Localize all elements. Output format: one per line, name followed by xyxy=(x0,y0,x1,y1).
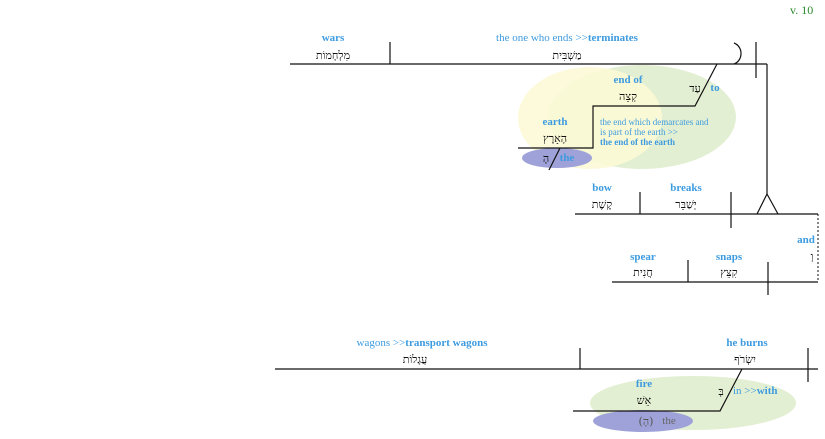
gloss-spear: spear xyxy=(630,251,656,263)
note-line-1: the end which demarcates and xyxy=(600,117,709,127)
gloss-with: in >>with xyxy=(733,385,778,397)
gloss-breaks: breaks xyxy=(670,182,702,194)
hebrew-snaps: קִצֵּץ xyxy=(720,266,737,279)
clause4-lines xyxy=(275,348,818,412)
gloss-terminates: the one who ends >>terminates xyxy=(496,32,639,44)
gloss-transport-wagons: wagons >>transport wagons xyxy=(357,337,489,349)
hebrew-to: עַד xyxy=(689,82,701,95)
hebrew-spear: חֲנִית xyxy=(633,266,653,279)
gloss-snaps: snaps xyxy=(716,251,743,263)
hebrew-bow: קֶשֶׁת xyxy=(592,198,612,211)
gloss-and: and xyxy=(797,234,815,246)
hebrew-earth: הָאָרֶץ xyxy=(543,132,567,145)
verse-number: v. 10 xyxy=(790,3,813,17)
hebrew-end-of: קְצֵה xyxy=(619,90,637,103)
gloss-earth: earth xyxy=(542,116,567,128)
gloss-wars: wars xyxy=(322,32,345,44)
gloss-he-burns: he burns xyxy=(726,337,768,349)
hebrew-terminates: מַשְׁבִּית xyxy=(552,49,581,62)
hebrew-he-burns: יִשְׂרֹף xyxy=(734,353,756,366)
gloss-the: the xyxy=(560,152,575,164)
note-line-3: the end of the earth xyxy=(600,137,675,147)
hebrew-the: הָ xyxy=(543,152,549,165)
article-highlight xyxy=(522,148,592,168)
hebrew-fire: אֵשׁ xyxy=(637,394,652,407)
gloss-end-of: end of xyxy=(613,74,642,86)
clause1-lines xyxy=(290,42,768,194)
gloss-bow: bow xyxy=(592,182,612,194)
gloss-implied-the: the xyxy=(662,415,676,427)
note-line-2: is part of the earth >> xyxy=(600,127,678,137)
group-highlight-yellow xyxy=(518,67,662,169)
article-highlight xyxy=(593,410,693,432)
hebrew-implied-the: (הָ) xyxy=(639,415,654,428)
gloss-fire: fire xyxy=(636,378,652,390)
hebrew-breaks: יְשַׁבֵּר xyxy=(675,198,696,211)
hebrew-and: וְ xyxy=(811,250,814,263)
hebrew-with: בְּ xyxy=(718,385,723,398)
clause2-lines xyxy=(575,192,819,295)
gloss-to: to xyxy=(710,82,720,94)
hebrew-wars: מִלְחָמוֹת xyxy=(316,49,350,62)
hebrew-wagons: עֲגָלוֹת xyxy=(403,353,428,366)
